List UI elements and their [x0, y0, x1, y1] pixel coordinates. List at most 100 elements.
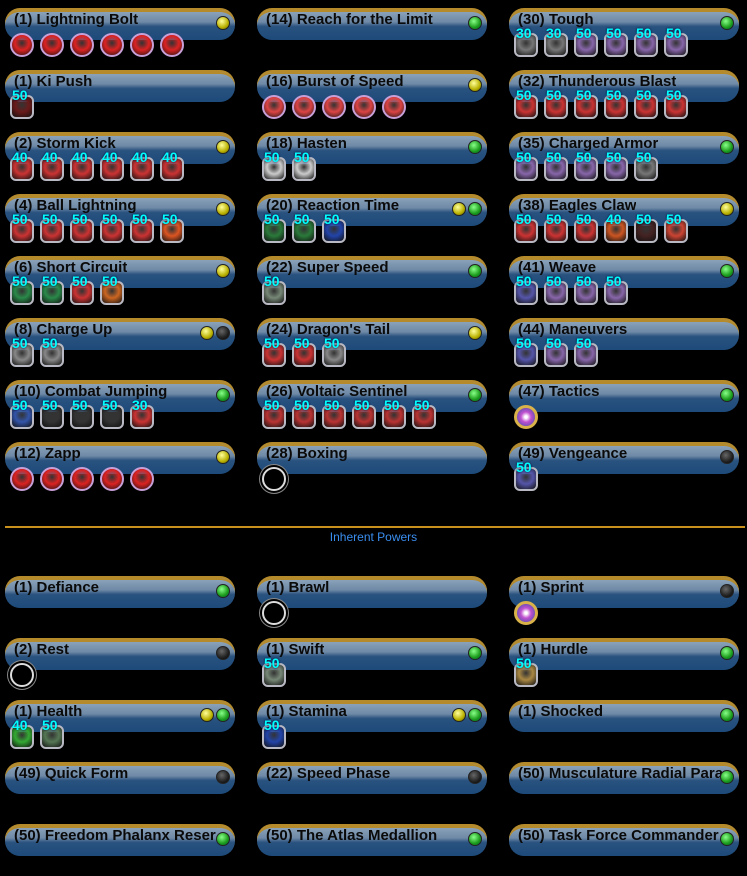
- power-bar[interactable]: [5, 576, 235, 608]
- enhancement-slot[interactable]: 50: [9, 87, 35, 119]
- power-slot[interactable]: (14) Reach for the Limit: [252, 0, 488, 60]
- power-slot[interactable]: (22) Speed Phase: [252, 754, 488, 814]
- power-slot[interactable]: (1) Shocked: [504, 692, 740, 752]
- power-slot[interactable]: (50) Task Force Commander: [504, 816, 740, 876]
- enhancement-slot[interactable]: [513, 599, 539, 625]
- enhancement-slot[interactable]: 50: [603, 149, 629, 181]
- enhancement-slot[interactable]: 50: [663, 211, 689, 243]
- enhancement-slot[interactable]: 50: [261, 335, 287, 367]
- power-bar[interactable]: [257, 70, 487, 102]
- enhancement-slot[interactable]: 50: [261, 717, 287, 749]
- enhancement-slot[interactable]: 50: [543, 211, 569, 243]
- power-slot[interactable]: (1) Lightning Bolt: [0, 0, 236, 60]
- enhancement-slot[interactable]: 50: [513, 149, 539, 181]
- enhancement-slot[interactable]: 40: [129, 149, 155, 181]
- power-bar[interactable]: [257, 824, 487, 856]
- enhancement-slot[interactable]: [321, 93, 347, 119]
- power-slot[interactable]: (50) The Atlas Medallion: [252, 816, 488, 876]
- power-bar[interactable]: [5, 8, 235, 40]
- enhancement-slot[interactable]: 50: [513, 211, 539, 243]
- enhancement-slot[interactable]: 50: [9, 273, 35, 305]
- enhancement-slot[interactable]: [381, 93, 407, 119]
- power-bar[interactable]: [257, 576, 487, 608]
- power-bar[interactable]: [509, 762, 739, 794]
- power-bar[interactable]: [509, 824, 739, 856]
- enhancement-slot[interactable]: [9, 31, 35, 57]
- enhancement-slot[interactable]: [261, 599, 287, 625]
- enhancement-slot[interactable]: 50: [321, 335, 347, 367]
- enhancement-slot[interactable]: [291, 93, 317, 119]
- enhancement-slot[interactable]: 50: [99, 211, 125, 243]
- enhancement-slot[interactable]: 50: [99, 273, 125, 305]
- power-bar[interactable]: [5, 824, 235, 856]
- enhancement-slot[interactable]: 50: [603, 87, 629, 119]
- enhancement-slot[interactable]: 50: [633, 211, 659, 243]
- power-bar[interactable]: [509, 442, 739, 474]
- enhancement-slot[interactable]: [351, 93, 377, 119]
- enhancement-slot[interactable]: 50: [39, 717, 65, 749]
- enhancement-slot[interactable]: [261, 465, 287, 491]
- enhancement-slot[interactable]: 50: [663, 25, 689, 57]
- enhancement-slot[interactable]: 50: [603, 25, 629, 57]
- power-bar[interactable]: [5, 638, 235, 670]
- enhancement-slot[interactable]: 50: [99, 397, 125, 429]
- enhancement-slot[interactable]: [39, 465, 65, 491]
- enhancement-slot[interactable]: 50: [9, 211, 35, 243]
- enhancement-slot[interactable]: 50: [573, 335, 599, 367]
- enhancement-slot[interactable]: 50: [351, 397, 377, 429]
- enhancement-slot[interactable]: 50: [573, 25, 599, 57]
- power-slot[interactable]: (50) Freedom Phalanx Reser: [0, 816, 236, 876]
- power-bar[interactable]: [257, 762, 487, 794]
- enhancement-slot[interactable]: 40: [9, 149, 35, 181]
- power-bar[interactable]: [257, 256, 487, 288]
- enhancement-slot[interactable]: 50: [543, 335, 569, 367]
- enhancement-slot[interactable]: 40: [99, 149, 125, 181]
- power-slot[interactable]: (47) Tactics: [504, 372, 740, 432]
- enhancement-slot[interactable]: [159, 31, 185, 57]
- power-bar[interactable]: [257, 8, 487, 40]
- enhancement-slot[interactable]: 40: [603, 211, 629, 243]
- enhancement-slot[interactable]: 50: [291, 335, 317, 367]
- enhancement-slot[interactable]: [99, 465, 125, 491]
- enhancement-slot[interactable]: 50: [513, 655, 539, 687]
- enhancement-slot[interactable]: 50: [513, 87, 539, 119]
- power-bar[interactable]: [257, 442, 487, 474]
- enhancement-slot[interactable]: 50: [261, 655, 287, 687]
- enhancement-slot[interactable]: 50: [573, 211, 599, 243]
- enhancement-slot[interactable]: 50: [159, 211, 185, 243]
- enhancement-slot[interactable]: [69, 31, 95, 57]
- power-slot[interactable]: (16) Burst of Speed: [252, 62, 488, 122]
- enhancement-slot[interactable]: 50: [321, 211, 347, 243]
- power-slot[interactable]: (49) Quick Form: [0, 754, 236, 814]
- power-bar[interactable]: [5, 442, 235, 474]
- enhancement-slot[interactable]: [39, 31, 65, 57]
- enhancement-slot[interactable]: 50: [39, 211, 65, 243]
- power-bar[interactable]: [257, 638, 487, 670]
- enhancement-slot[interactable]: [129, 465, 155, 491]
- enhancement-slot[interactable]: 50: [543, 149, 569, 181]
- power-bar[interactable]: [257, 700, 487, 732]
- power-bar[interactable]: [5, 762, 235, 794]
- enhancement-slot[interactable]: 30: [129, 397, 155, 429]
- enhancement-slot[interactable]: 50: [261, 273, 287, 305]
- enhancement-slot[interactable]: 50: [633, 149, 659, 181]
- enhancement-slot[interactable]: 40: [69, 149, 95, 181]
- enhancement-slot[interactable]: 50: [411, 397, 437, 429]
- enhancement-slot[interactable]: 50: [39, 273, 65, 305]
- power-slot[interactable]: (28) Boxing: [252, 434, 488, 494]
- enhancement-slot[interactable]: 50: [129, 211, 155, 243]
